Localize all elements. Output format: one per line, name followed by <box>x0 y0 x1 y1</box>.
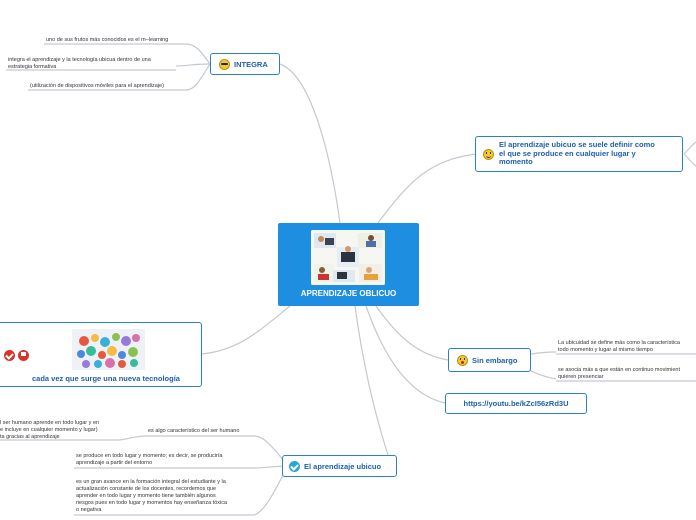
sin-embargo-leaf-2[interactable]: se asocia más a que están en continuo mo… <box>558 367 680 380</box>
app-icons-cloud-image <box>72 329 145 370</box>
ubicuo-label: El aprendizaje ubicuo <box>304 461 382 471</box>
youtube-link-node[interactable]: https://youtu.be/kZcI56zRd3U <box>445 393 587 414</box>
integra-leaf-2[interactable]: integra el aprendizaje y la tecnología u… <box>8 57 151 70</box>
ubicuo-node[interactable]: El aprendizaje ubicuo <box>282 455 397 477</box>
definir-node[interactable]: El aprendizaje ubicuo se suele definir c… <box>475 136 683 172</box>
central-topic-image <box>311 230 385 285</box>
integra-leaf-3[interactable]: (utilización de dispositivos móviles par… <box>30 83 164 89</box>
central-topic-label: APRENDIZAJE OBLICUO <box>300 289 397 298</box>
checkmark-icon <box>289 460 300 472</box>
youtube-link[interactable]: https://youtu.be/kZcI56zRd3U <box>463 399 569 408</box>
ubicuo-leaf-1a[interactable]: l ser humano aprende en todo lugar y en … <box>0 420 100 440</box>
ubicuo-leaf-3[interactable]: es un gran avance en la formación integr… <box>76 479 228 513</box>
check-badge-icon <box>4 350 15 361</box>
integra-node[interactable]: INTEGRA <box>210 53 280 75</box>
sin-embargo-leaf-1[interactable]: La ubicuidad se define más como la carac… <box>558 340 680 353</box>
definir-label: El aprendizaje ubicuo se suele definir c… <box>499 140 655 167</box>
tecnologia-label: cada vez que surge una nueva tecnología <box>32 374 180 383</box>
integra-leaf-1[interactable]: uno de sus frutos más conocidos es el m–… <box>46 37 169 43</box>
integra-label: INTEGRA <box>234 59 268 69</box>
sunglasses-emoji-icon <box>219 58 230 70</box>
ubicuo-leaf-2[interactable]: se produce en todo lugar y momento; es d… <box>76 453 223 466</box>
central-topic[interactable]: APRENDIZAJE OBLICUO <box>278 223 419 306</box>
smiling-emoji-icon <box>483 148 494 160</box>
sin-embargo-node[interactable]: Sin embargo <box>448 348 531 372</box>
flag-badge-icon <box>18 350 29 361</box>
surprised-emoji-icon <box>457 354 468 366</box>
ubicuo-leaf-1[interactable]: es algo característico del ser humano <box>148 428 240 434</box>
tecnologia-node[interactable]: cada vez que surge una nueva tecnología <box>0 322 202 387</box>
sin-embargo-label: Sin embargo <box>472 355 518 365</box>
